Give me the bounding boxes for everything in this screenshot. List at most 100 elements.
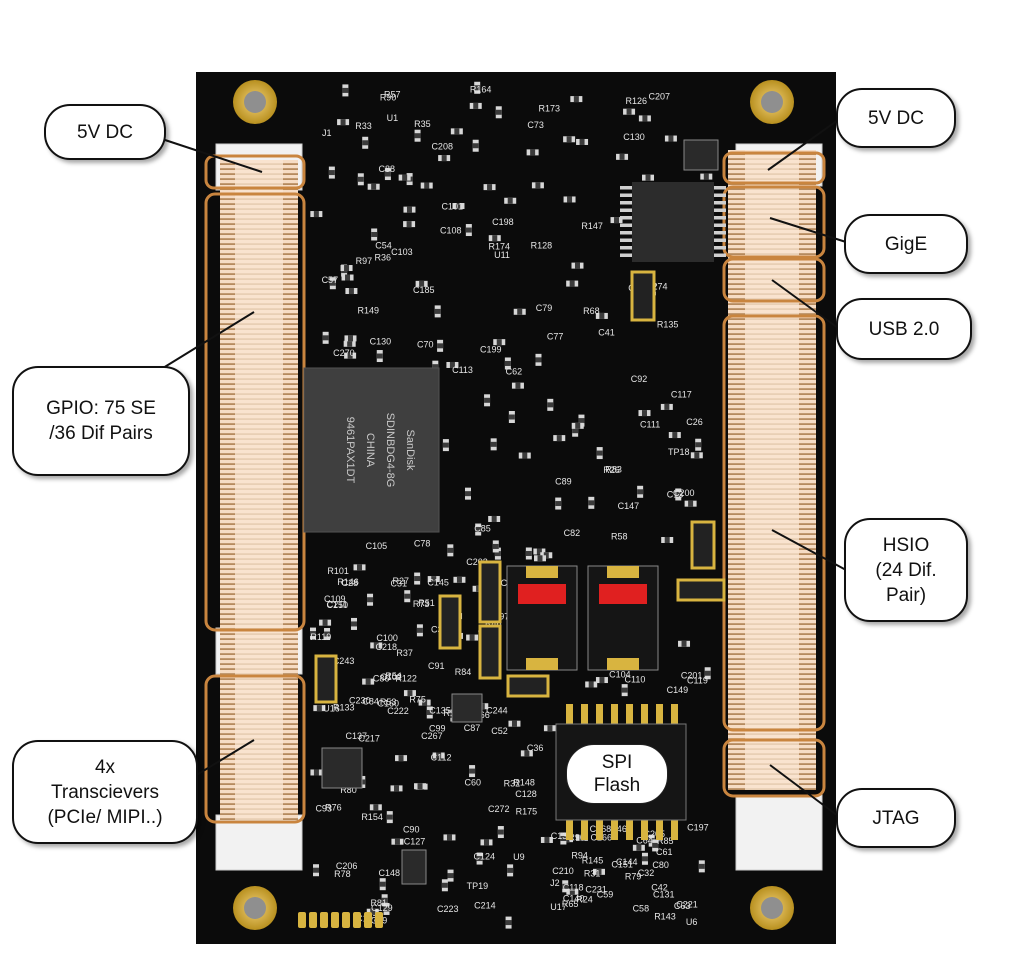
silkscreen-label: C86 [373, 673, 390, 683]
silkscreen-label: R80 [340, 785, 357, 795]
silkscreen-label: C149 [667, 685, 689, 695]
silkscreen-label: R119 [310, 632, 331, 642]
smd-component [383, 902, 390, 915]
smd-component [474, 81, 481, 94]
silkscreen-label: C230 [349, 696, 371, 706]
smd-component [472, 139, 479, 152]
smd-component [507, 864, 514, 877]
silkscreen-label: C197 [687, 823, 709, 833]
smd-component [329, 277, 336, 290]
smd-component [322, 331, 329, 344]
smd-component [452, 203, 465, 210]
silkscreen-label: C129 [371, 903, 393, 913]
smd-component [704, 667, 711, 680]
silkscreen-label: C185 [413, 285, 435, 295]
silkscreen-label: C52 [491, 726, 508, 736]
smd-component [381, 894, 388, 907]
silkscreen-label: C135 [429, 706, 451, 716]
silkscreen-label: R122 [395, 674, 417, 684]
smd-component [623, 108, 636, 115]
callout-5v-dc-left-text: 5V DC [77, 121, 133, 143]
smd-component [414, 783, 427, 790]
silkscreen-label: U17 [550, 902, 567, 912]
smd-component [357, 173, 364, 186]
smd-component [638, 115, 651, 122]
smd-component [637, 485, 644, 498]
emmc-chip: SanDisk SDINBDG4-8G CHINA 9461PAX1DT [303, 367, 440, 533]
smd-component [700, 173, 713, 180]
silkscreen-label: R24 [576, 894, 593, 904]
smd-component [595, 677, 608, 684]
smd-component [344, 352, 357, 359]
smd-component [328, 166, 335, 179]
ic-u6 [321, 747, 363, 789]
silkscreen-label: C61 [656, 847, 673, 857]
silkscreen-label: C267 [421, 731, 443, 741]
silkscreen-label: C131 [653, 890, 675, 900]
silkscreen-label: C59 [597, 889, 614, 899]
smd-component [592, 868, 605, 875]
smd-component [366, 908, 379, 915]
silkscreen-label: R53 [380, 697, 397, 707]
silkscreen-label: C73 [527, 120, 544, 130]
highlight-5v-dc-left [204, 154, 306, 190]
smd-component [437, 339, 444, 352]
smd-component [576, 138, 589, 145]
mounting-hole-top-left [233, 80, 277, 124]
silkscreen-label: C93 [315, 804, 332, 814]
smd-component [390, 785, 403, 792]
smd-component [386, 811, 393, 824]
silkscreen-label: C70 [417, 340, 434, 350]
silkscreen-label: R84 [455, 667, 472, 677]
smd-component [695, 438, 702, 451]
silkscreen-label: C77 [547, 331, 564, 341]
smd-component [566, 888, 579, 895]
silkscreen-label: C200 [673, 488, 695, 498]
smd-component [395, 755, 408, 762]
smd-component [432, 752, 445, 759]
smd-component [494, 547, 501, 560]
silkscreen-label: R94 [571, 850, 588, 860]
smd-component [475, 523, 482, 536]
smd-component [525, 547, 532, 560]
silkscreen-label: C201 [681, 670, 703, 680]
silkscreen-label: C32 [638, 868, 655, 878]
silkscreen-label: U1 [387, 113, 399, 123]
silkscreen-label: C133 [551, 831, 573, 841]
callout-jtag-text: JTAG [872, 807, 920, 829]
silkscreen-label: C144 [616, 857, 638, 867]
silkscreen-label: C42 [651, 882, 668, 892]
smd-component [418, 699, 431, 706]
smd-components [310, 81, 713, 929]
silkscreen-label: C221 [676, 899, 698, 909]
smd-component [369, 804, 382, 811]
smd-component [563, 196, 576, 203]
callout-gige: GigE [844, 214, 968, 274]
silkscreen-label: C128 [515, 789, 537, 799]
callout-gpio-line2: /36 Dif Pairs [49, 423, 153, 444]
silkscreen-label: R27 [393, 576, 410, 586]
silkscreen-label: R173 [539, 104, 561, 114]
silkscreen-label: C54 [375, 241, 392, 251]
silkscreen-label: R83 [605, 465, 622, 475]
silkscreen-label: R36 [375, 253, 392, 263]
leader-gige [769, 217, 847, 243]
silkscreen-label: C111 [640, 420, 660, 430]
silkscreen-label: C63 [674, 901, 691, 911]
smd-component [420, 182, 433, 189]
silkscreen-label: C36 [527, 743, 544, 753]
smd-component [379, 878, 386, 891]
smd-component [464, 487, 471, 500]
smd-component [426, 706, 433, 719]
smd-component [596, 447, 603, 460]
smd-component [447, 544, 454, 557]
smd-component [427, 576, 440, 583]
silkscreen-label: R97 [356, 256, 373, 266]
smd-component [518, 452, 531, 459]
right-connector-shell-bottom [735, 794, 823, 871]
silkscreen-label: C99 [429, 723, 446, 733]
callout-transceivers-line3: (PCIe/ MIPI..) [47, 806, 163, 828]
silkscreen-label: C78 [414, 538, 431, 548]
silkscreen-label: C110 [625, 675, 646, 685]
smd-component [367, 593, 374, 606]
